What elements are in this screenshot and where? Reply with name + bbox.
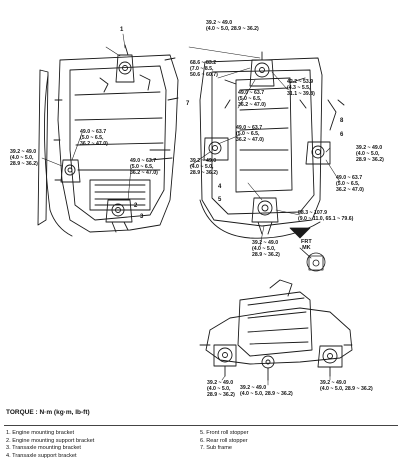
- part-number-4: 4: [218, 184, 222, 190]
- torque-callout-subframe-right: 39.2 ~ 49.0 (4.0 ~ 5.0, 28.9 ~ 36.2): [356, 145, 384, 163]
- legend-left: 1. Engine mounting bracket 2. Engine mou…: [6, 430, 94, 460]
- torque-callout-engine-mount-upper: 68.6 ~ 83.2 (7.0 ~ 8.5, 50.6 ~ 60.7): [190, 60, 218, 78]
- torque-callout-front-roll-stopper-left: 39.2 ~ 49.0 (4.0 ~ 5.0, 28.9 ~ 36.2): [207, 380, 235, 398]
- legend-right: 5. Front roll stopper 6. Rear roll stopp…: [200, 430, 249, 453]
- legend-item: 3. Transaxle mounting bracket: [6, 445, 81, 452]
- legend-item: 1. Engine mounting bracket: [6, 430, 75, 436]
- torque-unit-heading: TORQUE : N·m (kg·m, lb-ft): [6, 409, 90, 416]
- torque-callout-subframe-left: 39.2 ~ 49.0 (4.0 ~ 5.0, 28.9 ~ 36.2): [190, 158, 218, 176]
- torque-callout-subframe-bottom: 88.3 ~ 107.9 (9.0 ~ 11.0, 65.1 ~ 79.6): [298, 210, 354, 222]
- torque-callout-engine-mount-top: 39.2 ~ 49.0 (4.0 ~ 5.0, 28.9 ~ 36.2): [206, 20, 259, 32]
- leader-lines: [41, 33, 341, 386]
- torque-callout-rear-roll-stopper: 39.2 ~ 49.0 (4.0 ~ 5.0, 28.9 ~ 36.2): [320, 380, 373, 392]
- torque-callout-subframe-right-lower: 49.0 ~ 63.7 (5.0 ~ 6.5, 36.2 ~ 47.0): [336, 175, 364, 193]
- legend-item: 4. Transaxle support bracket: [6, 452, 77, 459]
- front-mark-label: FRT MK: [301, 239, 312, 251]
- front-mark-mk: MK: [302, 245, 311, 251]
- part-number-6: 6: [340, 132, 344, 138]
- torque-callout-mount-right-upper: 42.2 ~ 53.9 (4.3 ~ 5.5, 31.1 ~ 39.8): [287, 79, 315, 97]
- torque-callout-left-view-mount: 49.0 ~ 63.7 (5.0 ~ 6.5, 36.2 ~ 47.0): [80, 129, 108, 147]
- legend-divider: [4, 425, 398, 426]
- legend-item: 2. Engine mounting support bracket: [6, 437, 95, 444]
- torque-callout-subframe-lower-center: 39.2 ~ 49.0 (4.0 ~ 5.0, 28.9 ~ 36.2): [252, 240, 280, 258]
- front-mark-frt: FRT: [301, 239, 312, 245]
- subframe-bottom-view: [199, 279, 353, 381]
- legend-item: 7. Sub frame: [200, 445, 233, 452]
- part-number-5: 5: [218, 197, 222, 203]
- torque-callout-front-roll-stopper-center: 39.2 ~ 49.0 (4.0 ~ 5.0, 28.9 ~ 36.2): [240, 385, 293, 397]
- part-number-3: 3: [140, 214, 144, 220]
- legend-item: 6. Rear roll stopper: [200, 437, 248, 444]
- torque-callout-mount-center: 49.0 ~ 63.7 (5.0 ~ 6.5, 36.2 ~ 47.0): [238, 90, 266, 108]
- left-engine-view: [37, 44, 179, 237]
- legend-item: 5. Front roll stopper: [200, 430, 249, 436]
- part-number-8: 8: [340, 118, 344, 124]
- part-number-7: 7: [186, 101, 190, 107]
- front-mark-inset: [289, 227, 326, 272]
- subframe-top-view: [199, 51, 345, 239]
- torque-callout-left-lower: 49.0 ~ 63.7 (5.0 ~ 6.5, 36.2 ~ 47.0): [130, 158, 158, 176]
- part-number-1: 1: [120, 27, 124, 33]
- torque-callout-mount-center-lower: 49.0 ~ 63.7 (5.0 ~ 6.5, 36.2 ~ 47.0): [236, 125, 264, 143]
- part-number-2: 2: [134, 203, 138, 209]
- torque-callout-left-edge: 39.2 ~ 49.0 (4.0 ~ 5.0, 28.9 ~ 36.2): [10, 149, 38, 167]
